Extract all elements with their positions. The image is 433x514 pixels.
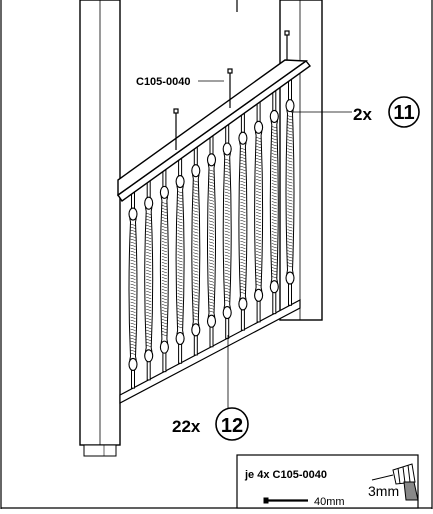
callout-rail-part: 11: [393, 102, 414, 124]
legend-screw-length: 40mm: [314, 496, 345, 508]
legend-drill-bit: 3mm: [368, 483, 399, 499]
drill-icon: [371, 463, 419, 501]
legend-box: je 4x C105-0040 3mm 40mm: [236, 454, 419, 509]
baluster: [254, 100, 264, 323]
baluster: [206, 133, 217, 348]
screw-label: C105-0040: [136, 76, 190, 88]
screws: [173, 30, 290, 150]
baluster: [222, 122, 232, 339]
callout-rail: 2x 11: [291, 96, 420, 128]
baluster: [269, 89, 279, 315]
baluster: [175, 156, 185, 364]
legend-title: je 4x C105-0040: [244, 469, 327, 481]
top-rail: [117, 59, 312, 202]
balusters: [128, 77, 295, 389]
screw-1: [173, 108, 179, 150]
baluster: [191, 145, 201, 356]
baluster: [238, 111, 248, 331]
callout-baluster-circle: [215, 407, 249, 441]
callout-rail-circle: [388, 96, 420, 128]
baluster: [159, 167, 169, 373]
callout-rail-count: 2x: [353, 105, 372, 124]
screw-2: [227, 68, 233, 108]
screw-icon: [263, 497, 308, 504]
screw-3: [284, 30, 290, 60]
bottom-rail: [119, 299, 301, 404]
callout-baluster-part: 12: [221, 415, 243, 437]
baluster: [144, 178, 154, 381]
baluster: [285, 77, 295, 306]
baluster: [128, 189, 138, 389]
callout-baluster-count: 22x: [172, 417, 201, 436]
left-post: [79, 0, 121, 457]
callout-baluster: 22x 12: [172, 335, 249, 441]
